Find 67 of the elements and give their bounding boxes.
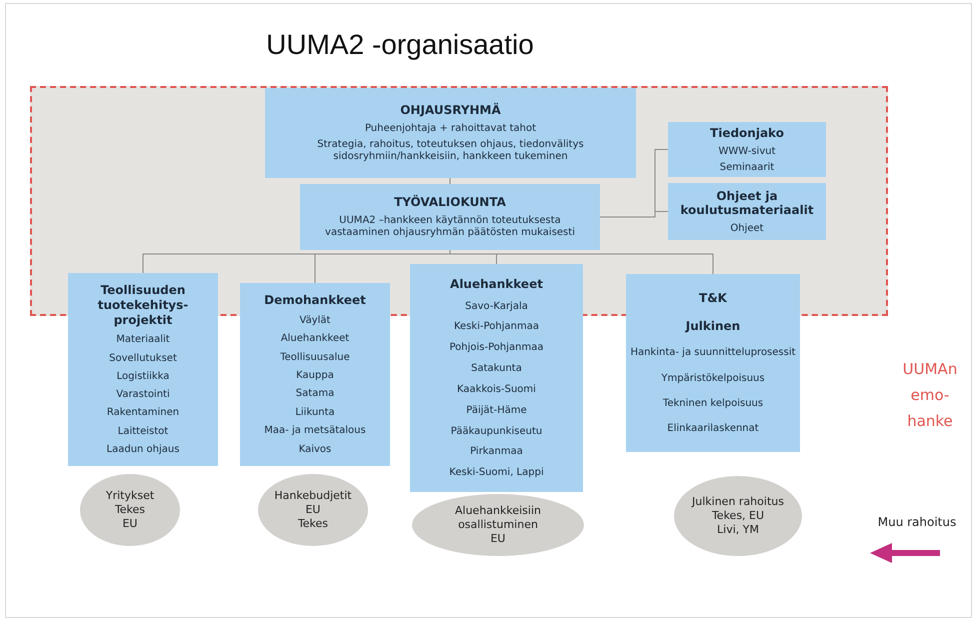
list-item: Sovellutukset: [109, 352, 177, 365]
box-heading: Ohjeet ja koulutusmateriaalit: [679, 188, 815, 216]
list-item: Materiaalit: [116, 334, 170, 346]
box-text: Puheenjohtaja + rahoittavat tahot: [364, 123, 536, 135]
ellipse-text: Tekes, EU: [712, 509, 764, 523]
list-item: Laitteistot: [118, 426, 168, 438]
box-text: WWW-sivut: [718, 146, 776, 158]
ellipse-text: Livi, YM: [717, 523, 759, 537]
list-item: Logistiikka: [116, 370, 170, 383]
list-item: Kauppa: [296, 370, 334, 382]
list-item: Ympäristökelpoisuus: [661, 372, 765, 385]
box-heading: Tiedonjako: [710, 126, 784, 140]
list-item: Keski-Suomi, Lappi: [449, 467, 544, 480]
guides-box: [668, 183, 826, 240]
list-item: Pääkaupunkiseutu: [450, 426, 542, 438]
box-text: Seminaarit: [720, 162, 774, 174]
box-heading: OHJAUSRYHMÄ: [400, 103, 501, 117]
ellipse-text: Tekes: [114, 503, 146, 517]
list-item: Elinkaarilaskennat: [667, 422, 759, 435]
ellipse-text: Aluehankkeisiin osallistuminen: [454, 504, 542, 532]
list-item: Satakunta: [471, 363, 522, 376]
list-item: Aluehankkeet: [280, 333, 350, 346]
ellipse-text: Tekes: [298, 517, 328, 531]
list-item: Pirkanmaa: [470, 446, 523, 458]
box-text: Ohjeet: [730, 222, 764, 234]
list-item: Kaivos: [298, 444, 332, 456]
connector-line: [450, 250, 714, 274]
ellipse-text: EU: [490, 532, 506, 546]
project-box: [240, 283, 390, 466]
list-item: Tekninen kelpoisuus: [662, 398, 764, 410]
box-heading: Aluehankkeet: [450, 276, 543, 292]
info-box: [668, 122, 826, 177]
list-item: Väylät: [300, 314, 330, 327]
project-box: [410, 264, 583, 492]
list-item: Hankinta- ja suunnitteluprosessit: [630, 347, 796, 360]
project-box: [68, 273, 218, 466]
box-heading: Julkinen: [686, 319, 740, 334]
list-item: Savo-Karjala: [465, 300, 528, 313]
ellipse-text: EU: [122, 517, 138, 531]
ellipse-text: Hankebudjetit: [274, 489, 352, 503]
ellipse-text: EU: [305, 503, 320, 517]
ellipse-text: Yritykset: [106, 489, 154, 503]
box-text: Strategia, rahoitus, toteutuksen ohjaus, tiedonvälitys sidosryhmiin/hankkeisiin, hankkeen tukeminen: [316, 139, 585, 163]
list-item: Rakentaminen: [106, 407, 180, 420]
list-item: Keski-Pohjanmaa: [454, 321, 539, 334]
list-item: Liikunta: [295, 406, 335, 419]
list-item: Varastointi: [116, 389, 170, 402]
list-item: Satama: [296, 388, 334, 400]
working-committee-box: [300, 184, 600, 250]
title: UUMA2 -organisaatio: [265, 28, 535, 62]
list-item: Teollisuusalue: [280, 352, 350, 364]
box-heading: TYÖVALIOKUNTA: [394, 195, 506, 209]
list-item: Maa- ja metsätalous: [264, 425, 366, 438]
list-item: Päijät-Häme: [466, 404, 527, 417]
box-heading: Demohankkeet: [264, 293, 366, 308]
box-heading: T&K: [699, 291, 727, 306]
box-text: UUMA2 –hankkeen käytännön toteutuksesta vastaaminen ohjausryhmän päätösten mukaisesti: [324, 215, 576, 239]
steering-group-box: [265, 88, 636, 178]
box-heading: Teollisuuden tuotekehitys- projektit: [96, 283, 190, 328]
ellipse-text: Julkinen rahoitus: [692, 495, 784, 509]
list-item: Laadun ohjaus: [106, 444, 180, 456]
note-text: Muu rahoitus: [876, 514, 958, 530]
region-label: UUMAn emo- hanke: [902, 359, 958, 432]
list-item: Kaakkois-Suomi: [457, 384, 536, 396]
list-item: Pohjois-Pohjanmaa: [450, 342, 544, 354]
project-box: [626, 274, 800, 452]
connector-line: [600, 211, 668, 218]
